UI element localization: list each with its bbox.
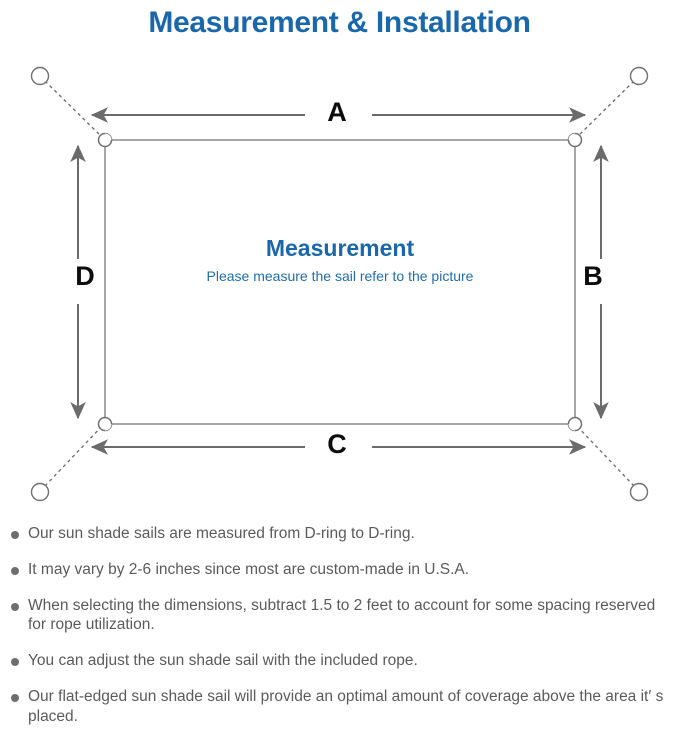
sail-measurement-diagram: A B C D Measurement Please measure the s…	[0, 46, 679, 516]
list-item: Our sun shade sails are measured from D-…	[0, 524, 679, 544]
page-title: Measurement & Installation	[148, 6, 531, 39]
sail-body	[104, 139, 576, 425]
note-text: It may vary by 2-6 inches since most are…	[28, 560, 470, 578]
anchor-ring-bottom-left	[30, 482, 50, 502]
dimension-label-c: C	[327, 429, 347, 459]
note-text: Our flat-edged sun shade sail will provi…	[28, 688, 664, 725]
bullet-icon	[11, 531, 19, 539]
dimension-label-d: D	[75, 261, 95, 291]
measurement-subtitle: Please measure the sail refer to the pic…	[206, 268, 474, 285]
list-item: It may vary by 2-6 inches since most are…	[0, 560, 679, 580]
diagram-canvas	[30, 66, 649, 502]
list-item: You can adjust the sun shade sail with t…	[0, 651, 679, 671]
bullet-icon	[11, 602, 19, 611]
sail-center-caption: Measurement Please measure the sail refe…	[110, 235, 570, 285]
bullet-icon	[11, 694, 19, 703]
anchor-ring-top-left	[30, 66, 50, 86]
note-text: When selecting the dimensions, subtract …	[28, 596, 656, 634]
anchor-rings	[30, 66, 649, 502]
dimension-arrows	[70, 107, 609, 455]
note-text: Our sun shade sails are measured from D-…	[28, 525, 415, 542]
list-item: When selecting the dimensions, subtract …	[0, 596, 679, 636]
anchor-ring-bottom-right	[629, 482, 649, 502]
anchor-ring-top-right	[629, 66, 649, 86]
rope-lines	[44, 80, 635, 487]
dimension-label-b: B	[583, 261, 603, 291]
page-header: Measurement & Installation	[0, 0, 679, 46]
measurement-heading: Measurement	[265, 235, 415, 261]
dimension-label-a: A	[327, 97, 347, 127]
d-ring-masks	[105, 133, 575, 431]
bullet-icon	[11, 658, 19, 667]
instruction-notes-list: Our sun shade sails are measured from D-…	[0, 524, 679, 743]
bullet-icon	[11, 566, 19, 575]
note-text: You can adjust the sun shade sail with t…	[28, 652, 418, 670]
list-item: Our flat-edged sun shade sail will provi…	[0, 687, 679, 727]
